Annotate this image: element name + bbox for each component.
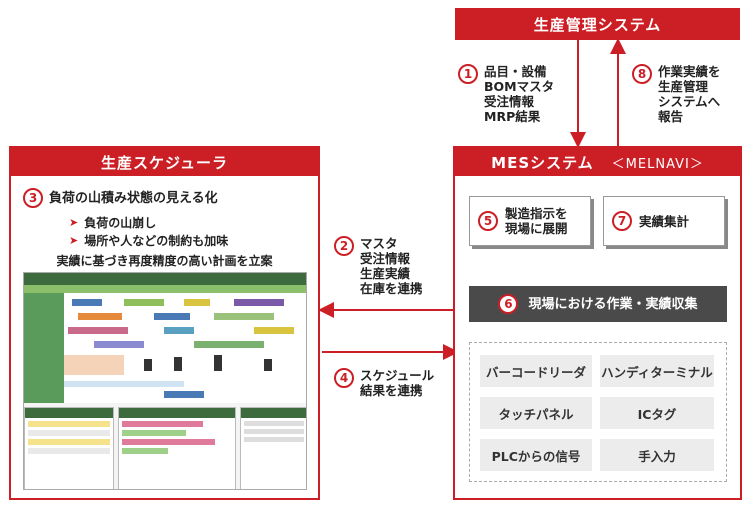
step6-number: 6 xyxy=(498,294,519,314)
bullet-2: ➤ 場所や人などの制約も加味 xyxy=(69,232,228,249)
device-touch-panel: タッチパネル xyxy=(480,397,592,429)
step7-number: 7 xyxy=(612,211,632,231)
step3-title: 負荷の山積み状態の見える化 xyxy=(49,190,218,206)
step5-text: 製造指示を 現場に展開 xyxy=(505,206,568,236)
device-handy-terminal: ハンディターミナル xyxy=(600,355,714,387)
scheduler-caption: 実績に基づき再度精度の高い計画を立案 xyxy=(56,254,273,268)
mes-panel: MESシステム ＜MELNAVI＞ 5 製造指示を 現場に展開 7 実績集計 6… xyxy=(453,146,742,500)
step4-number: 4 xyxy=(334,368,354,388)
step8-number: 8 xyxy=(632,64,652,84)
scheduler-panel: 生産スケジューラ 3 負荷の山積み状態の見える化 ➤ 負荷の山崩し ➤ 場所や人… xyxy=(9,146,320,500)
step3-heading: 3 負荷の山積み状態の見える化 xyxy=(23,188,218,208)
step2-number: 2 xyxy=(334,236,354,256)
step5-number: 5 xyxy=(478,211,498,231)
gantt-body xyxy=(64,293,306,403)
bullet-1: ➤ 負荷の山崩し xyxy=(69,214,156,231)
device-ic-tag: ICタグ xyxy=(600,397,714,429)
bullet-2-text: 場所や人などの制約も加味 xyxy=(84,234,229,248)
device-plc-signal: PLCからの信号 xyxy=(480,439,592,471)
bullet-1-text: 負荷の山崩し xyxy=(84,216,157,230)
summary-table xyxy=(240,407,306,489)
device-manual-input: 手入力 xyxy=(600,439,714,471)
step4-label-group: 4 スケジュール 結果を連携 xyxy=(334,368,434,398)
scheduler-screenshot xyxy=(23,272,307,490)
chevron-right-icon: ➤ xyxy=(69,234,79,247)
gantt-resource-column xyxy=(24,293,64,403)
step1-number: 1 xyxy=(458,64,478,84)
step1-label-group: 1 品目・設備 BOMマスタ 受注情報 MRP結果 xyxy=(458,64,554,124)
chevron-right-icon: ➤ xyxy=(69,216,79,229)
step1-text: 品目・設備 BOMマスタ 受注情報 MRP結果 xyxy=(484,64,555,124)
step2-label-group: 2 マスタ 受注情報 生産実績 在庫を連携 xyxy=(334,236,423,296)
production-management-system-header: 生産管理システム xyxy=(455,8,740,40)
mes-subtitle: ＜MELNAVI＞ xyxy=(611,156,704,172)
step7-text: 実績集計 xyxy=(639,213,690,229)
step7-card: 7 実績集計 xyxy=(603,196,725,246)
step8-text: 作業実績を 生産管理 システムへ 報告 xyxy=(658,64,721,124)
mes-header: MESシステム ＜MELNAVI＞ xyxy=(455,148,740,176)
order-table xyxy=(118,407,236,489)
step6-bar: 6 現場における作業・実績収集 xyxy=(469,286,727,322)
gantt-date-header xyxy=(24,273,306,285)
production-management-system-title: 生産管理システム xyxy=(533,15,662,34)
scheduler-header: 生産スケジューラ xyxy=(11,148,318,176)
device-barcode-reader: バーコードリーダ xyxy=(480,355,592,387)
step8-label-group: 8 作業実績を 生産管理 システムへ 報告 xyxy=(632,64,721,124)
scheduler-title: 生産スケジューラ xyxy=(101,153,228,172)
resource-table xyxy=(24,407,114,489)
step3-number: 3 xyxy=(23,188,43,208)
step6-text: 現場における作業・実績収集 xyxy=(528,296,698,312)
step5-card: 5 製造指示を 現場に展開 xyxy=(469,196,591,246)
mes-title: MESシステム xyxy=(491,153,594,172)
device-area: バーコードリーダ ハンディターミナル タッチパネル ICタグ PLCからの信号 … xyxy=(469,342,727,482)
gantt-time-header xyxy=(24,285,306,293)
step2-text: マスタ 受注情報 生産実績 在庫を連携 xyxy=(360,236,423,296)
step4-text: スケジュール 結果を連携 xyxy=(360,368,435,398)
